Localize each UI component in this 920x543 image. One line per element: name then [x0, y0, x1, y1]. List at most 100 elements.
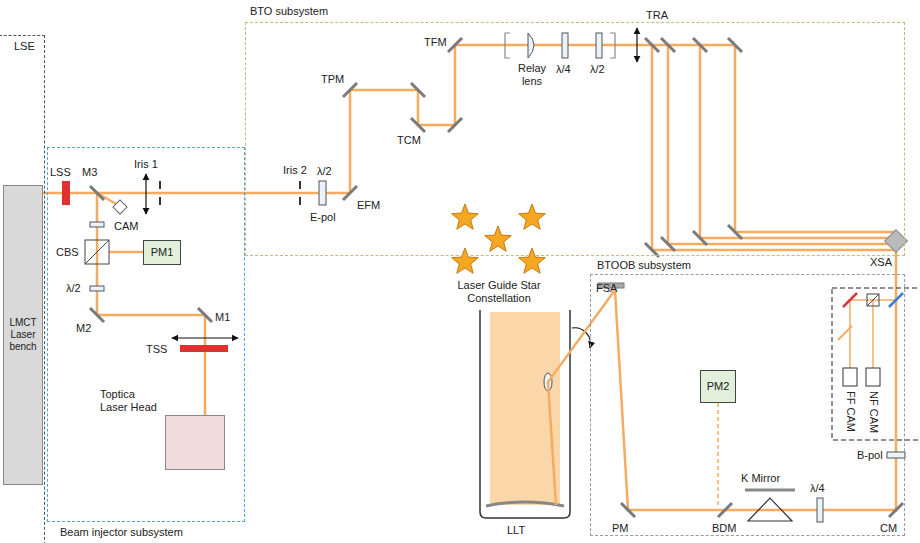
mirror — [889, 503, 903, 517]
injector-optics — [90, 222, 104, 227]
part-label: CAM — [114, 220, 138, 233]
part-label: EFM — [357, 199, 380, 212]
mirror — [693, 38, 707, 52]
btoob-optics — [866, 368, 880, 386]
node-label: LMCT Laser bench — [7, 317, 39, 353]
guide-star — [519, 248, 546, 273]
region-frame: LSE LMCT Laser bench — [0, 35, 45, 543]
laser-beam — [872, 300, 874, 368]
laser-beam — [548, 241, 896, 510]
part-label: M3 — [82, 166, 97, 179]
injector-optics — [85, 240, 109, 264]
part-label: E-pol — [310, 211, 336, 224]
btoob-optics — [717, 403, 719, 505]
mirror — [728, 225, 742, 239]
injector-optics — [159, 197, 161, 205]
node-label: BTOOB subsystem — [597, 259, 691, 272]
part-label: K Mirror — [741, 472, 780, 485]
part-label: TPM — [321, 73, 344, 86]
mirror — [90, 308, 104, 322]
laser-beam — [700, 45, 896, 238]
laser-head: Toptica Laser Head — [165, 415, 225, 470]
part-label: λ/4 — [556, 63, 571, 76]
llt-telescope — [480, 310, 570, 518]
guide-star — [485, 226, 512, 251]
subsystem-frame: BTO subsystem — [245, 22, 905, 256]
bto-optics — [299, 181, 301, 189]
bto-optics — [596, 33, 602, 58]
injector-optics — [85, 240, 109, 264]
bto-optics — [528, 33, 534, 58]
shutter — [62, 181, 70, 205]
node-label: Toptica Laser Head — [100, 388, 162, 414]
part-label: Relay lens — [508, 62, 556, 88]
part-label: Laser Guide Star Constellation — [446, 279, 552, 305]
btoob-optics — [867, 294, 879, 306]
part-label: FSA — [596, 282, 617, 295]
part-label: BDM — [712, 522, 736, 535]
part-label: TCM — [397, 134, 421, 147]
mirror — [343, 186, 357, 200]
injector-optics — [159, 181, 161, 189]
btoob-optics — [718, 288, 920, 522]
part-label: CM — [880, 522, 897, 535]
bto-optics — [562, 33, 568, 58]
laser-beam — [850, 300, 896, 368]
part-label: λ/2 — [590, 63, 605, 76]
laser-beam — [652, 44, 735, 47]
injector-optics — [62, 174, 238, 352]
mirror — [90, 38, 903, 517]
btoob-optics — [889, 293, 903, 307]
bto-optics — [636, 28, 637, 62]
guide-star — [519, 204, 546, 229]
part-label: λ/2 — [317, 165, 332, 178]
btoob-optics — [817, 498, 823, 522]
part-label: λ/2 — [66, 282, 81, 295]
mirror — [198, 308, 212, 322]
mirror — [661, 237, 675, 251]
part-label: FF CAM — [844, 391, 857, 432]
part-label: LSS — [50, 166, 71, 179]
btoob-optics — [748, 498, 792, 521]
part-label: CBS — [56, 246, 79, 259]
laser-beam — [735, 45, 896, 232]
btoob-optics — [838, 326, 852, 340]
part-label: Iris 2 — [283, 164, 307, 177]
guide-star — [452, 204, 546, 273]
part-label: TRA — [646, 9, 668, 22]
laser-beam — [668, 45, 896, 244]
part-label: TSS — [146, 343, 167, 356]
power-meter: PM2 — [700, 370, 736, 403]
laser-beam — [43, 45, 652, 193]
mirror — [448, 38, 462, 52]
mirror — [448, 118, 462, 132]
node-label: LSE — [14, 40, 35, 53]
bto-optics — [319, 181, 326, 205]
mirror — [693, 231, 707, 245]
part-label: NF CAM — [867, 391, 880, 433]
node-label: BTO subsystem — [250, 5, 328, 18]
llt-telescope — [486, 502, 564, 506]
power-meter: PM1 — [143, 240, 181, 265]
part-label: M1 — [215, 311, 230, 324]
shutter — [180, 345, 228, 352]
subsystem-frame: Beam injector subsystemPM1Toptica Laser … — [47, 147, 245, 522]
part-label: M2 — [76, 322, 91, 335]
guide-star — [452, 204, 479, 229]
part-label: XSA — [870, 256, 892, 269]
mirror — [718, 503, 732, 517]
mirror — [411, 83, 425, 97]
laser-beam — [109, 251, 143, 254]
mirror — [728, 38, 742, 52]
injector-optics — [90, 286, 104, 291]
llt-telescope — [480, 283, 624, 518]
laser-beam — [97, 193, 205, 415]
btoob-optics — [867, 294, 879, 306]
part-label: Iris 1 — [134, 158, 158, 171]
part-label: B-pol — [857, 449, 883, 462]
injector-optics — [172, 337, 238, 338]
